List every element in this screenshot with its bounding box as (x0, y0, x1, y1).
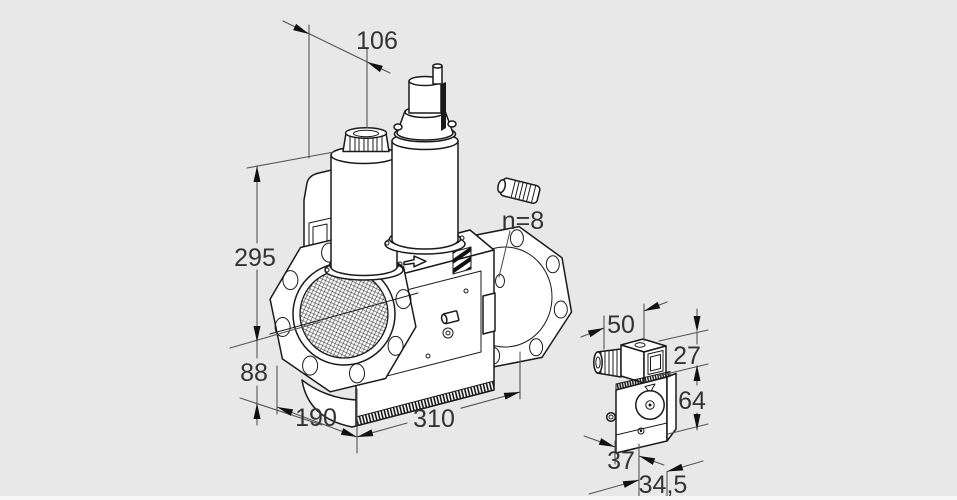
solenoid-right-coil (391, 140, 459, 250)
flange-hub-tab (482, 292, 496, 335)
connector-plug (593, 348, 622, 378)
dim-n8-label: n=8 (502, 207, 544, 235)
orientation-triangle (644, 383, 656, 394)
dim-310: 310 (356, 351, 521, 454)
dim-34-5-label: 34,5 (639, 471, 688, 499)
dim-37-label: 37 (607, 447, 635, 475)
bottom-screw (637, 427, 645, 435)
solenoid-left-knurled-cap (342, 127, 390, 153)
dim-190: 190 (276, 365, 358, 438)
dim-190-label: 190 (295, 404, 337, 432)
dim-34-5: 34,5 (588, 460, 704, 499)
dim-50: 50 (580, 301, 668, 350)
solenoid-right (384, 63, 466, 255)
main-valve-illustration (269, 63, 573, 428)
flange-center-line (269, 292, 419, 335)
connector-top-hole (634, 342, 646, 348)
dim-88-label: 88 (240, 359, 268, 387)
dim-295-88: 295 88 (229, 151, 335, 426)
flange-bolt-icon (497, 177, 541, 204)
side-screw (605, 411, 617, 423)
striped-label (452, 246, 472, 275)
callout-n8: n=8 (498, 207, 544, 278)
dim-27-64: 27 64 (657, 308, 709, 435)
pilot-valve-illustration (593, 338, 677, 454)
neck-shadow (441, 82, 446, 131)
pilot-valve-body (605, 370, 677, 454)
dim-310-label: 310 (413, 405, 455, 433)
dim-27-label: 27 (673, 342, 701, 370)
dimensions: 106 295 88 190 (229, 20, 709, 499)
solenoid-right-shoulder (396, 110, 454, 141)
footer-strip (0, 496, 957, 500)
dim-106: 106 (282, 20, 398, 159)
pilot-side-face (666, 372, 677, 442)
solenoid-left-coil (330, 154, 398, 277)
dim-50-label: 50 (607, 311, 635, 339)
dim-37: 37 (583, 435, 665, 498)
dim-64-label: 64 (678, 387, 706, 415)
dim-295-label: 295 (234, 244, 276, 272)
test-nipple-upper (440, 310, 460, 325)
dim-106-label: 106 (356, 27, 398, 55)
solenoid-left (324, 127, 404, 281)
flow-direction-arrow-icon (403, 255, 427, 268)
body-foot (301, 379, 357, 428)
connector-window (647, 350, 664, 375)
